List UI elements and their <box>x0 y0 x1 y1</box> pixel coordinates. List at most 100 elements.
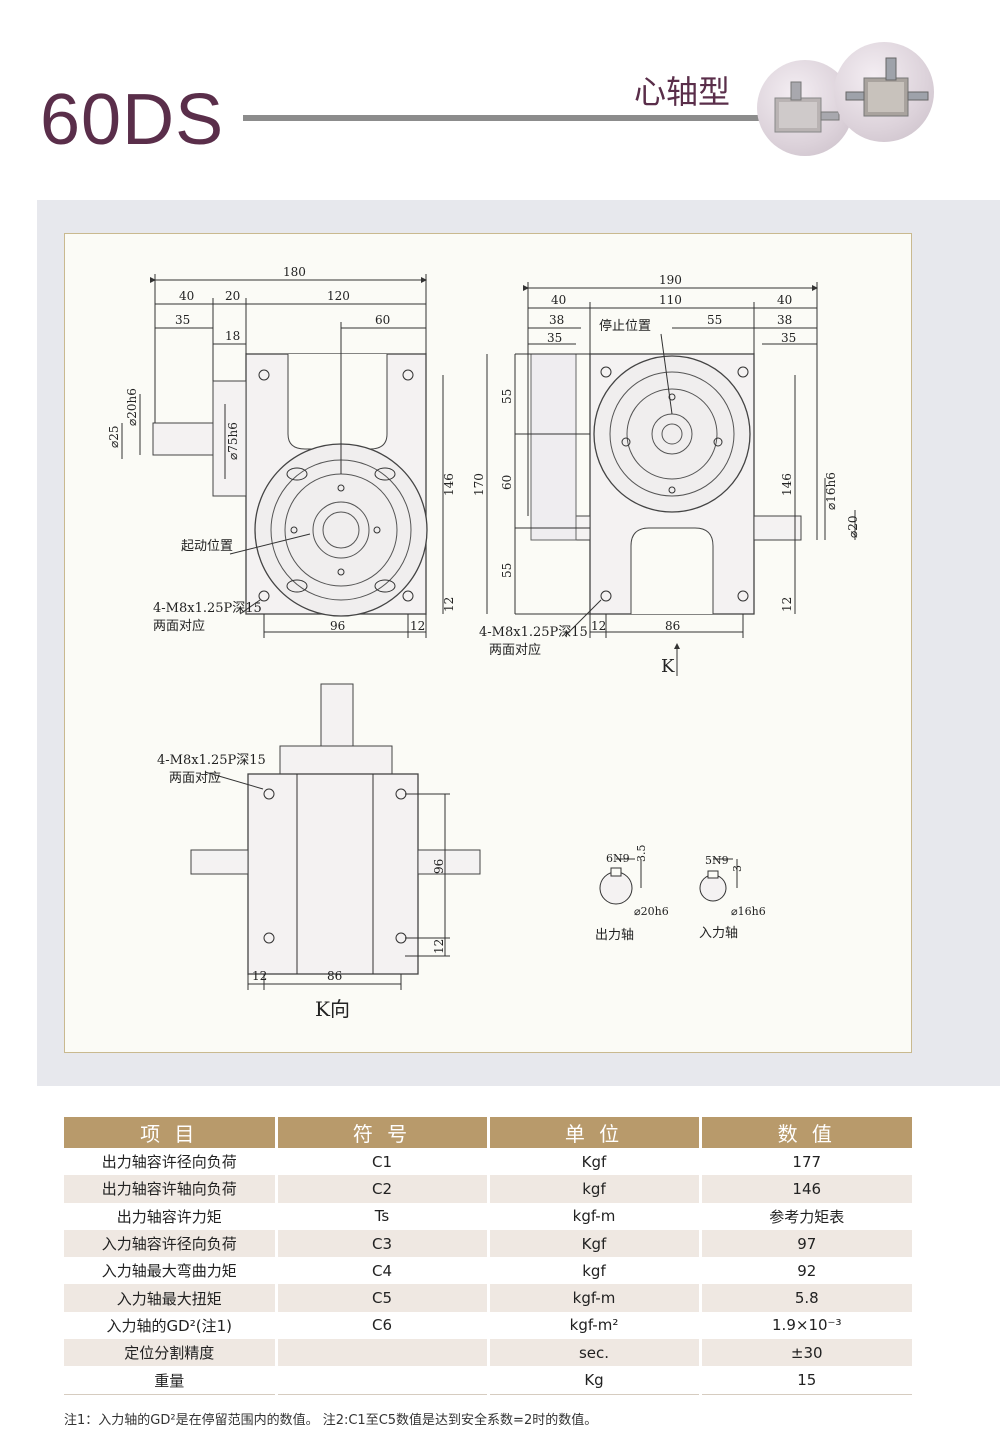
dim-front-146: 146 <box>442 473 456 496</box>
dim-side-55-lower: 55 <box>500 563 514 578</box>
cell-value: 15 <box>698 1366 912 1395</box>
keyway-sections <box>599 858 738 905</box>
dim-front-35: 35 <box>175 313 190 327</box>
k-view-caption: K向 <box>315 997 350 1021</box>
dim-front-d25: ⌀25 <box>107 426 121 449</box>
dim-side-40-left: 40 <box>551 293 566 307</box>
header-symbol: 符 号 <box>274 1117 488 1148</box>
output-shaft-dia: ⌀20h6 <box>634 905 669 918</box>
dim-side-12-bottom: 12 <box>591 619 606 633</box>
header-unit: 单 位 <box>486 1117 700 1148</box>
footnote: 注1：入力轴的GD²是在停留范围内的数值。 注2:C1至C5数值是达到安全系数=… <box>64 1413 598 1428</box>
cell-symbol <box>274 1366 488 1395</box>
cell-unit: Kgf <box>486 1229 700 1258</box>
cell-symbol: Ts <box>274 1202 488 1230</box>
side-hole-note: 两面对应 <box>489 642 541 658</box>
dim-side-35-left: 35 <box>547 331 562 345</box>
side-view <box>486 282 856 676</box>
cell-value: 97 <box>698 1229 912 1258</box>
start-position-label: 起动位置 <box>181 539 233 554</box>
cell-value: 146 <box>698 1175 912 1203</box>
dim-front-180: 180 <box>283 265 306 279</box>
table-row: 入力轴最大扭矩 C5 kgf-m 5.8 <box>64 1284 912 1312</box>
cell-unit: kgf <box>486 1175 700 1203</box>
cell-symbol <box>274 1339 488 1367</box>
dim-front-12-side: 12 <box>442 597 456 612</box>
cell-item: 定位分割精度 <box>64 1339 276 1367</box>
dim-k-12-side: 12 <box>432 939 446 954</box>
input-key-size: 5N9 <box>705 854 729 867</box>
dim-side-d20: ⌀20 <box>846 516 860 539</box>
header-item: 项 目 <box>64 1117 276 1148</box>
cell-item: 入力轴的GD²(注1) <box>106 1316 232 1335</box>
cell-item: 出力轴容许径向负荷 <box>101 1153 237 1172</box>
cell-item: 重量 <box>64 1366 276 1395</box>
cell-value: 5.8 <box>698 1284 912 1312</box>
dim-side-40-right: 40 <box>777 293 792 307</box>
input-key-depth: 3 <box>731 865 744 872</box>
table-row: 出力轴容许力矩 Ts kgf-m 参考力矩表 <box>64 1202 912 1230</box>
table-row: 入力轴最大弯曲力矩 C4 kgf 92 <box>64 1257 912 1285</box>
dim-side-86: 86 <box>665 619 680 633</box>
dim-k-96: 96 <box>432 859 446 874</box>
dim-side-110: 110 <box>659 293 682 307</box>
dim-front-120: 120 <box>327 289 350 303</box>
cell-unit: sec. <box>486 1339 700 1367</box>
dim-front-18: 18 <box>225 329 240 343</box>
dim-side-55-top: 55 <box>707 313 722 327</box>
dim-side-35-right: 35 <box>781 331 796 345</box>
input-shaft-label: 入力轴 <box>699 926 738 941</box>
k-hole-spec: 4-M8x1.25P深15 <box>157 753 266 768</box>
cell-item: 出力轴容许轴向负荷 <box>64 1175 276 1203</box>
cell-symbol: C3 <box>274 1229 488 1258</box>
cell-value: 177 <box>698 1148 912 1176</box>
stop-position-label: 停止位置 <box>599 318 651 334</box>
dim-side-38-left: 38 <box>549 313 564 327</box>
spec-table: 项 目 符 号 单 位 数 值 出力轴容许径向负荷 C1 Kgf 177 出力轴… <box>64 1117 912 1395</box>
side-hole-spec: 4-M8x1.25P深15 <box>479 625 588 640</box>
cell-unit: kgf-m <box>486 1284 700 1312</box>
table-row: 出力轴容许轴向负荷 C2 kgf 146 <box>64 1175 912 1203</box>
dim-side-146: 146 <box>780 473 794 496</box>
cell-value: 92 <box>698 1257 912 1285</box>
dim-side-190: 190 <box>659 273 682 287</box>
model-title: 60DS <box>40 80 225 160</box>
cell-symbol: C6 <box>274 1311 488 1340</box>
cell-unit: kgf-m² <box>486 1311 700 1340</box>
cell-item: 入力轴容许径向负荷 <box>64 1229 276 1258</box>
dim-front-d20h6: ⌀20h6 <box>125 388 139 426</box>
dim-front-40: 40 <box>179 289 194 303</box>
k-view-arrow-label: K <box>661 656 675 677</box>
type-label: 心轴型 <box>634 73 731 111</box>
dim-side-12-side: 12 <box>780 597 794 612</box>
dim-front-12-bottom: 12 <box>410 619 425 633</box>
front-hole-note: 两面对应 <box>153 618 205 634</box>
cell-unit: Kgf <box>486 1148 700 1176</box>
k-view <box>190 683 481 990</box>
output-key-size: 6N9 <box>606 852 630 865</box>
spec-table-header: 项 目 符 号 单 位 数 值 <box>64 1117 912 1148</box>
dim-front-96: 96 <box>330 619 345 633</box>
dim-side-38-right: 38 <box>777 313 792 327</box>
dim-side-d16h6: ⌀16h6 <box>824 472 838 510</box>
table-row: 出力轴容许径向负荷 C1 Kgf 177 <box>64 1148 912 1176</box>
dim-side-55-upper: 55 <box>500 389 514 404</box>
cell-value: ±30 <box>698 1339 912 1367</box>
dim-k-86: 86 <box>327 969 342 983</box>
header-value: 数 值 <box>698 1117 912 1148</box>
front-hole-spec: 4-M8x1.25P深15 <box>153 601 262 616</box>
cell-value: 1.9×10⁻³ <box>698 1311 912 1340</box>
cell-item: 入力轴最大弯曲力矩 <box>101 1262 237 1281</box>
input-shaft-dia: ⌀16h6 <box>731 905 766 918</box>
output-shaft-label: 出力轴 <box>595 928 634 943</box>
cell-unit: kgf <box>486 1257 700 1285</box>
cell-symbol: C4 <box>274 1257 488 1285</box>
cell-symbol: C1 <box>274 1148 488 1176</box>
cell-item: 入力轴最大扭矩 <box>64 1284 276 1312</box>
product-photo-angled <box>834 42 934 142</box>
dim-side-170: 170 <box>472 473 486 496</box>
title-rule <box>243 115 760 121</box>
cell-item: 出力轴容许力矩 <box>116 1207 222 1226</box>
table-row: 入力轴的GD²(注1) C6 kgf-m² 1.9×10⁻³ <box>64 1311 912 1340</box>
dim-front-20: 20 <box>225 289 240 303</box>
